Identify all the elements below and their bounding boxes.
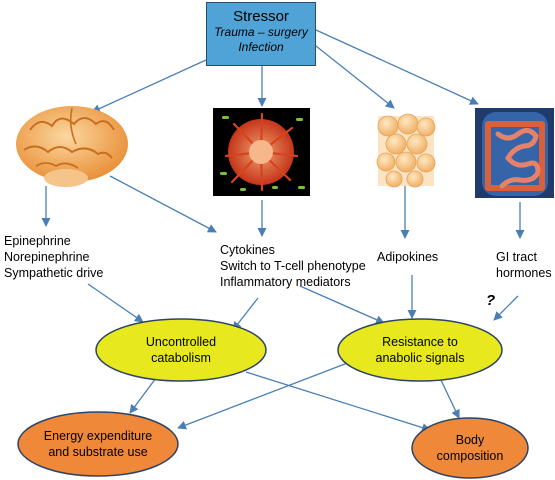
body-line: Body bbox=[455, 433, 485, 447]
arrow-resistance-energy bbox=[177, 361, 351, 430]
resistance-line: anabolic signals bbox=[375, 351, 465, 365]
immune-mediator: Switch to T-cell phenotype bbox=[220, 259, 366, 273]
arrow-hormones-catabolism bbox=[87, 283, 144, 323]
stressor-arrows bbox=[91, 29, 479, 113]
energy-label: Energy expenditure and substrate use bbox=[28, 428, 168, 460]
arrow-cytokines-resistance bbox=[299, 285, 385, 324]
gi-mediator: GI tract bbox=[496, 250, 537, 264]
catabolism-line: Uncontrolled bbox=[145, 335, 217, 349]
arrow-brain-cytokines bbox=[109, 175, 217, 233]
uncertain-marker: ? bbox=[486, 292, 496, 309]
resistance-line: Resistance to bbox=[382, 335, 458, 349]
immune-mediators: Cytokines Switch to T-cell phenotype Inf… bbox=[220, 242, 366, 290]
brain-mediator: Epinephrine bbox=[4, 234, 71, 248]
brain-mediators: Epinephrine Norepinephrine Sympathetic d… bbox=[4, 233, 103, 281]
body-line: composition bbox=[436, 449, 504, 463]
brain-mediator: Sympathetic drive bbox=[4, 266, 104, 280]
body-label: Body composition bbox=[420, 432, 520, 464]
arrow-catabolism-body bbox=[245, 371, 431, 432]
arrow-stressor-adipose bbox=[315, 45, 395, 109]
icon-arrows bbox=[41, 175, 525, 239]
outcome-arrows bbox=[129, 361, 460, 432]
brain-mediator: Norepinephrine bbox=[4, 250, 90, 264]
intestine-icon bbox=[475, 108, 554, 198]
arrow-stressor-brain bbox=[91, 59, 207, 113]
catabolism-line: catabolism bbox=[151, 351, 211, 365]
arrow-gi-resistance bbox=[493, 295, 519, 321]
fat-cells-icon bbox=[376, 113, 436, 188]
resistance-label: Resistance to anabolic signals bbox=[350, 334, 490, 366]
stressor-box: Stressor Trauma – surgery Infection bbox=[206, 2, 316, 66]
stressor-title: Stressor bbox=[233, 8, 289, 25]
resistance-node bbox=[337, 318, 503, 382]
immune-mediator: Cytokines bbox=[220, 243, 275, 257]
gi-mediator: hormones bbox=[496, 266, 552, 280]
mediator-arrows bbox=[87, 275, 519, 331]
arrow-stressor-gi bbox=[315, 29, 479, 105]
brain-icon bbox=[16, 106, 128, 187]
stressor-line1: Trauma – surgery bbox=[214, 25, 308, 39]
energy-node bbox=[17, 411, 179, 477]
catabolism-label: Uncontrolled catabolism bbox=[111, 334, 251, 366]
arrow-catabolism-energy bbox=[129, 377, 157, 414]
arrow-cytokines-catabolism bbox=[232, 297, 259, 331]
energy-line: Energy expenditure bbox=[43, 429, 153, 443]
gi-mediators: GI tract hormones bbox=[496, 249, 552, 281]
immune-cell-icon bbox=[213, 108, 310, 196]
adipose-mediators: Adipokines bbox=[377, 249, 438, 265]
body-node bbox=[411, 417, 529, 479]
adipose-mediator: Adipokines bbox=[377, 250, 439, 264]
stressor-line2: Infection bbox=[238, 40, 284, 54]
catabolism-node bbox=[95, 318, 267, 382]
energy-line: and substrate use bbox=[48, 445, 148, 459]
immune-mediator: Inflammatory mediators bbox=[220, 275, 351, 289]
arrow-resistance-body bbox=[439, 377, 460, 419]
